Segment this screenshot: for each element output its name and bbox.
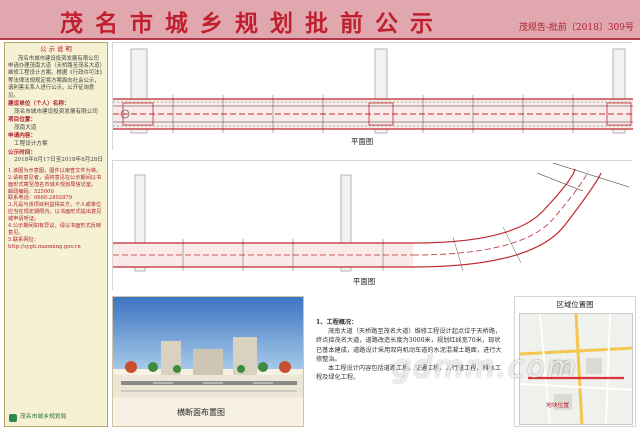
site-location-label: 地块位置: [546, 403, 570, 409]
note-item: 1.该图为示意图，图件以审查文件为准。: [8, 167, 102, 174]
note-item: 3.凡是与该项目利益相关方，个人或单位应当在规定期限内，以书面形式提出意见或申请…: [8, 202, 102, 223]
org-logo-icon: [9, 414, 17, 422]
period-value: 2018年8月17日至2018年8月28日: [14, 157, 103, 164]
notice-panel: 公 示 说 明 茂名市城市建设投资发展有限公司申请办理茂南大道（天桥路至茂名大道…: [4, 42, 108, 427]
plan-drawing-1: 平面图: [112, 42, 633, 151]
document-number: 茂规告-批前〔2018〕309号: [518, 23, 634, 33]
plan-caption-2: 平面图: [353, 277, 376, 286]
location-label: 项目位置：: [8, 117, 36, 124]
plan-drawing-2: 平面图: [112, 160, 633, 291]
header-banner: 茂名市城乡规划批前公示 茂规告-批前〔2018〕309号: [0, 0, 640, 40]
location-map-panel: 区域位置图 地块位置: [514, 296, 636, 427]
location-map-title: 区域位置图: [556, 300, 594, 309]
org-name: 茂名市城乡规划局: [20, 414, 67, 421]
location-value: 茂南大道: [14, 124, 37, 131]
road-plan-svg-1: [113, 43, 633, 151]
summary-heading: 1、工程概况：: [316, 319, 358, 326]
page-title: 茂名市城乡规划批前公示: [60, 10, 445, 37]
location-map: 地块位置: [519, 313, 633, 425]
org-footer: 茂名市城乡规划局: [9, 414, 66, 422]
location-map-svg: [520, 314, 632, 424]
note-item: 4.公示期间如有异议，请以书面形式反映意见。: [8, 223, 102, 236]
website-link[interactable]: http://sygh.maoming.gov.cn: [8, 243, 81, 250]
cross-section-svg: [113, 337, 303, 397]
content-value: 工程设计方案: [14, 141, 48, 147]
notice-intro: 茂名市城市建设投资发展有限公司申请办理茂南大道（天桥路至茂名大道）维修工程设计方…: [8, 55, 103, 99]
note-item: 2.请有意见者，请将意见在公示期间以书面形式寄至茂名市城乡规划局信访室。: [8, 174, 102, 188]
summary-paragraph-1: 茂南大道（天桥路至茂名大道）维修工程设计起点位于天桥路，终点接茂名大道，道路改造…: [316, 328, 502, 363]
content-label: 申请内容：: [8, 133, 36, 140]
applicant-value: 茂名市城市建设投资发展有限公司: [14, 108, 98, 115]
note-item: 5.联系网址：: [8, 236, 39, 243]
note-item: 联系电话：0668-2892879: [8, 195, 72, 202]
notice-heading: 公 示 说 明: [40, 45, 72, 53]
summary-paragraph-2: 本工程设计内容包括道路工程、交通工程、人行道工程、排水工程及绿化工程。: [316, 365, 502, 382]
plan-caption-1: 平面图: [351, 137, 374, 146]
applicant-label: 建设单位（个人）名称：: [8, 101, 70, 108]
project-summary: 1、工程概况： 茂南大道（天桥路至茂名大道）维修工程设计起点位于天桥路，终点接茂…: [308, 296, 508, 427]
period-label: 公示时间：: [8, 149, 36, 156]
note-item: 邮政编码：525000: [8, 188, 54, 195]
road-plan-svg-2: [113, 161, 633, 291]
cross-section-caption: 横断面布置图: [177, 408, 225, 417]
cross-section-panel: 横断面布置图: [112, 296, 304, 427]
watermark: gdmm.com: [392, 350, 579, 385]
